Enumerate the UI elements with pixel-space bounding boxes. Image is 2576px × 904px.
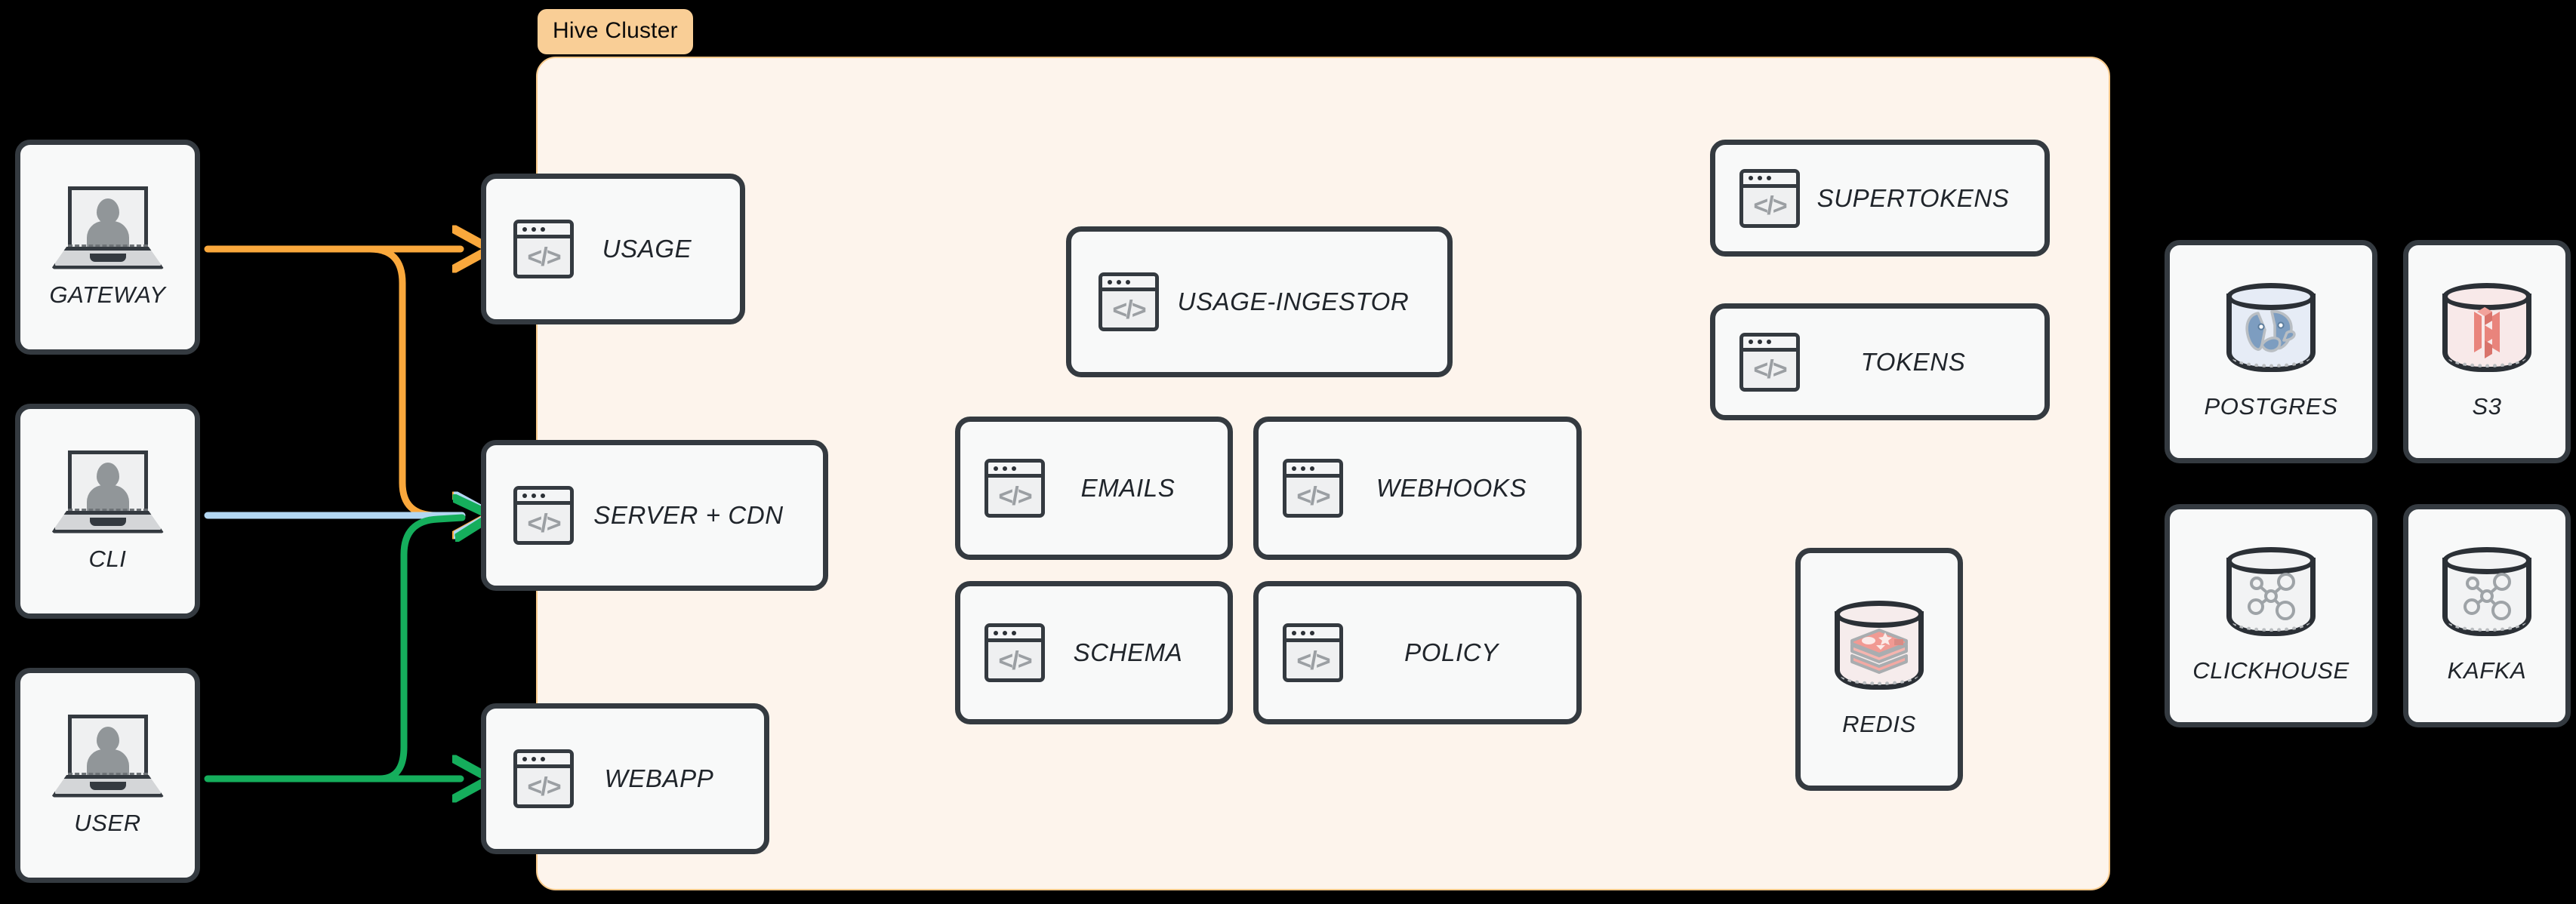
service-node-tokens[interactable]: </> TOKENS xyxy=(1710,303,2050,420)
laptop-user-icon xyxy=(51,714,165,798)
s3-cylinder-icon xyxy=(2442,283,2531,378)
laptop-user-icon xyxy=(51,450,165,533)
service-node-usage[interactable]: </> USAGE xyxy=(481,174,745,324)
store-label-clickhouse: CLICKHOUSE xyxy=(2192,657,2350,684)
code-window-icon: </> xyxy=(1739,332,1800,392)
client-node-user[interactable]: USER xyxy=(15,668,200,883)
store-label-postgres: POSTGRES xyxy=(2204,393,2338,420)
code-window-icon: </> xyxy=(513,749,574,808)
store-node-clickhouse[interactable]: CLICKHOUSE xyxy=(2165,504,2377,727)
service-label-policy: POLICY xyxy=(1404,638,1499,666)
service-label-tokens: TOKENS xyxy=(1860,347,1966,376)
service-label-webhooks: WEBHOOKS xyxy=(1376,474,1527,502)
store-node-redis[interactable]: REDIS xyxy=(1795,548,1963,791)
service-label-webapp: WEBAPP xyxy=(604,764,714,792)
code-window-icon: </> xyxy=(984,623,1045,682)
service-node-server-cdn[interactable]: </> SERVER + CDN xyxy=(481,440,828,591)
store-node-kafka[interactable]: KAFKA xyxy=(2403,504,2571,727)
client-label-gateway: GATEWAY xyxy=(49,281,166,308)
code-window-icon: </> xyxy=(513,220,574,278)
service-label-usage-ingestor: USAGE-INGESTOR xyxy=(1177,287,1410,315)
service-label-server-cdn: SERVER + CDN xyxy=(593,501,784,529)
code-window-icon: </> xyxy=(1739,168,1800,228)
client-label-user: USER xyxy=(74,809,141,836)
laptop-user-icon xyxy=(51,186,165,269)
store-label-kafka: KAFKA xyxy=(2447,657,2527,684)
service-label-emails: EMAILS xyxy=(1080,474,1176,502)
service-label-usage: USAGE xyxy=(602,235,692,263)
service-node-webapp[interactable]: </> WEBAPP xyxy=(481,703,769,854)
store-label-redis: REDIS xyxy=(1842,711,1916,737)
store-label-s3: S3 xyxy=(2472,393,2502,420)
service-node-usage-ingestor[interactable]: </> USAGE-INGESTOR xyxy=(1066,226,1453,377)
code-window-icon: </> xyxy=(1283,623,1343,682)
nodes-cylinder-icon xyxy=(2226,547,2316,642)
code-window-icon: </> xyxy=(984,459,1045,518)
code-window-icon: </> xyxy=(1283,459,1343,518)
postgres-cylinder-icon xyxy=(2226,283,2316,378)
wire-gateway-to-server-cdn xyxy=(366,245,461,515)
client-node-gateway[interactable]: GATEWAY xyxy=(15,140,200,355)
redis-cylinder-icon xyxy=(1835,601,1924,696)
nodes-cylinder-icon xyxy=(2442,547,2531,642)
service-node-schema[interactable]: </> SCHEMA xyxy=(955,581,1233,724)
service-label-supertokens: SUPERTOKENS xyxy=(1816,183,2010,212)
service-label-schema: SCHEMA xyxy=(1073,638,1183,666)
hive-cluster-tag: Hive Cluster xyxy=(538,9,693,54)
service-node-webhooks[interactable]: </> WEBHOOKS xyxy=(1253,417,1582,560)
service-node-supertokens[interactable]: </> SUPERTOKENS xyxy=(1710,140,2050,257)
code-window-icon: </> xyxy=(513,486,574,545)
service-node-policy[interactable]: </> POLICY xyxy=(1253,581,1582,724)
client-node-cli[interactable]: CLI xyxy=(15,404,200,619)
code-window-icon: </> xyxy=(1098,272,1159,331)
client-label-cli: CLI xyxy=(88,545,127,572)
wire-user-to-server-cdn xyxy=(376,518,462,783)
store-node-s3[interactable]: S3 xyxy=(2403,240,2571,463)
service-node-emails[interactable]: </> EMAILS xyxy=(955,417,1233,560)
store-node-postgres[interactable]: POSTGRES xyxy=(2165,240,2377,463)
